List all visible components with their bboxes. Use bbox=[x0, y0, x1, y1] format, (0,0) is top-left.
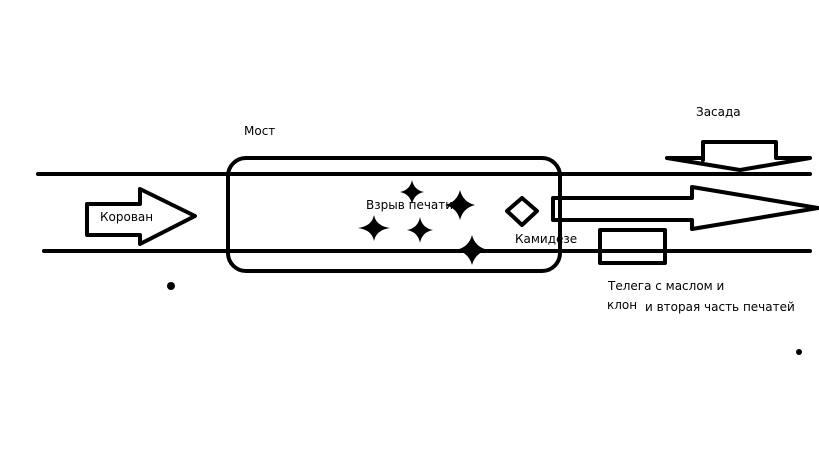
star-icon bbox=[456, 235, 488, 265]
cart-label-line2b: и вторая часть печатей bbox=[645, 300, 795, 314]
advance-arrow bbox=[551, 185, 819, 231]
star-icon bbox=[358, 215, 390, 241]
kamikaze-diamond bbox=[505, 196, 539, 227]
ambush-arrow bbox=[665, 140, 812, 172]
dot-mark bbox=[796, 349, 802, 355]
star-icon bbox=[400, 180, 424, 204]
cart-label-line2a: клон bbox=[607, 298, 637, 312]
star-icon bbox=[407, 217, 433, 243]
korovan-arrow bbox=[85, 187, 197, 246]
explosion-label: Взрыв печати bbox=[366, 198, 453, 212]
korovan-label: Корован bbox=[100, 210, 153, 224]
bridge-label: Мост bbox=[244, 124, 275, 138]
cart-label-line1: Телега с маслом и bbox=[607, 279, 724, 293]
bridge-outline bbox=[226, 156, 562, 273]
dot-mark bbox=[167, 282, 175, 290]
explosion-stars bbox=[167, 180, 802, 355]
ambush-label: Засада bbox=[696, 105, 741, 119]
cart-box bbox=[598, 228, 667, 265]
star-icon bbox=[445, 190, 475, 220]
kamikaze-label: Камидезе bbox=[515, 232, 577, 246]
